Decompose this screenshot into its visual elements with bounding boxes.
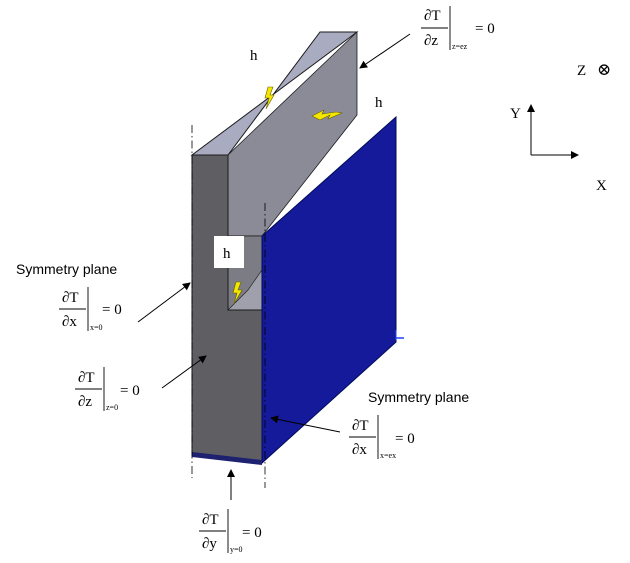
h-label-top: h [250,48,258,64]
bc-left-z-subscript: z=0 [106,403,118,412]
lightning-bolt-icon [264,86,275,110]
bc-right-x: ∂T ∂x x=ex = 0 [349,415,415,460]
bc-right-x-equals: = 0 [395,431,415,447]
bc-top: ∂T ∂z z=ez = 0 [421,6,495,51]
bc-top-denominator: ∂z [424,33,438,49]
bc-left-z: ∂T ∂z z=0 = 0 [75,367,140,412]
h-label-inner: h [223,246,231,262]
side-plate [261,115,397,465]
bc-bottom-y-equals: = 0 [242,525,262,541]
bc-bottom-y-denominator: ∂y [202,536,217,552]
h-label-right: h [375,95,383,111]
bc-bottom-y-numerator: ∂T [202,512,219,528]
bc-bottom-y: ∂T ∂y y=0 = 0 [199,509,262,554]
axis-triad: Z ⊗ Y X [510,60,611,194]
bc-bottom-y-subscript: y=0 [230,545,243,554]
h-label-box [214,236,244,268]
bc-left-z-equals: = 0 [120,383,140,399]
bc-left-x-numerator: ∂T [62,290,79,306]
x-axis-label: X [596,178,607,194]
z-axis-label: Z [577,63,586,79]
bc-left-z-arrow [161,355,207,389]
z-into-page-icon: ⊗ [597,60,611,79]
bc-top-numerator: ∂T [424,8,441,24]
bc-left-x: ∂T ∂x x=0 = 0 [59,287,122,332]
bottom-edge [192,452,262,465]
bc-right-x-numerator: ∂T [352,418,369,434]
symmetry-plane-label-right: Symmetry plane [368,389,469,405]
bc-left-x-arrow [137,282,191,323]
bc-right-x-arrow [270,415,341,433]
bc-right-x-denominator: ∂x [352,442,367,458]
bc-left-z-numerator: ∂T [78,370,95,386]
bc-left-x-denominator: ∂x [62,314,77,330]
symmetry-plane-label-left: Symmetry plane [16,261,117,277]
bc-top-arrow [359,33,411,69]
bc-left-x-subscript: x=0 [90,323,103,332]
bc-left-z-denominator: ∂z [78,394,92,410]
bc-top-subscript: z=ez [452,42,468,51]
bc-top-equals: = 0 [475,21,495,37]
bc-left-x-equals: = 0 [102,302,122,318]
y-axis-label: Y [510,106,521,122]
lightning-bolt-icon [232,281,243,305]
lightning-bolt-icon [311,109,344,121]
bc-right-x-subscript: x=ex [380,451,396,460]
